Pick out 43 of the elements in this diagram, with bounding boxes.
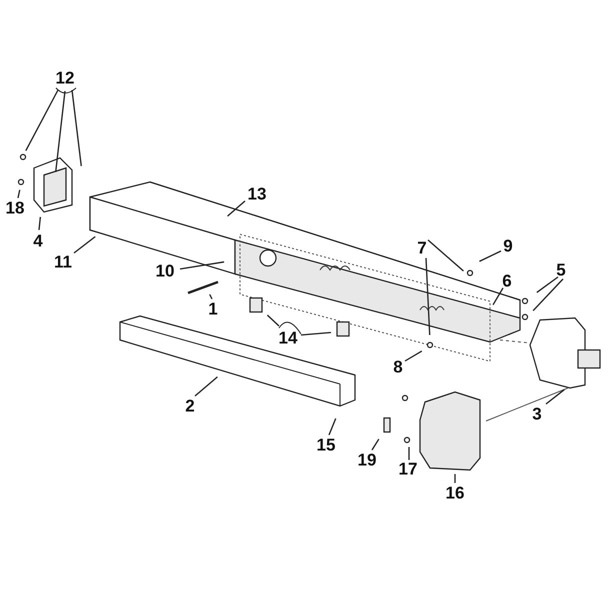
callout-number: 19	[358, 452, 376, 468]
leader-line	[74, 236, 96, 254]
callout-number: 1	[208, 300, 218, 318]
leader-line	[492, 288, 504, 306]
callout-number: 3	[532, 406, 542, 422]
leader-line	[38, 216, 42, 230]
leader-line	[180, 261, 224, 270]
leader-line	[479, 250, 502, 262]
leader-line	[428, 240, 464, 272]
leader-line	[194, 376, 218, 396]
callout-number: 2	[185, 398, 195, 414]
leader-line	[532, 278, 564, 312]
callout-number: 15	[316, 436, 336, 454]
callout-number: 10	[156, 262, 174, 280]
leader-line	[55, 90, 66, 172]
callout-number: 9	[503, 238, 513, 254]
leader-line	[408, 447, 410, 460]
callout-number: 14	[278, 330, 298, 346]
leader-line	[17, 190, 20, 198]
leader-line	[404, 350, 422, 362]
callout-number: 11	[54, 254, 72, 270]
leader-line	[266, 314, 280, 326]
callout-number: 7	[417, 240, 427, 256]
callout-number: 8	[393, 358, 403, 376]
callout-number: 4	[33, 232, 43, 250]
callout-number: 18	[6, 200, 24, 216]
callout-number: 16	[446, 484, 464, 502]
leader-line	[300, 332, 332, 336]
leader-line	[227, 200, 246, 217]
leader-line	[371, 438, 380, 450]
leader-line	[425, 258, 430, 336]
callout-number: 17	[398, 460, 418, 478]
leader-line	[454, 474, 456, 483]
leader-line	[546, 389, 565, 405]
leader-line	[25, 90, 59, 151]
leader-line	[209, 294, 213, 300]
callout-number: 5	[556, 262, 566, 278]
callout-number: 13	[248, 186, 266, 202]
callout-number: 12	[56, 70, 74, 86]
callout-number: 6	[502, 272, 512, 290]
leader-line	[328, 418, 336, 436]
leader-line	[71, 90, 82, 166]
leader-line	[536, 276, 558, 293]
